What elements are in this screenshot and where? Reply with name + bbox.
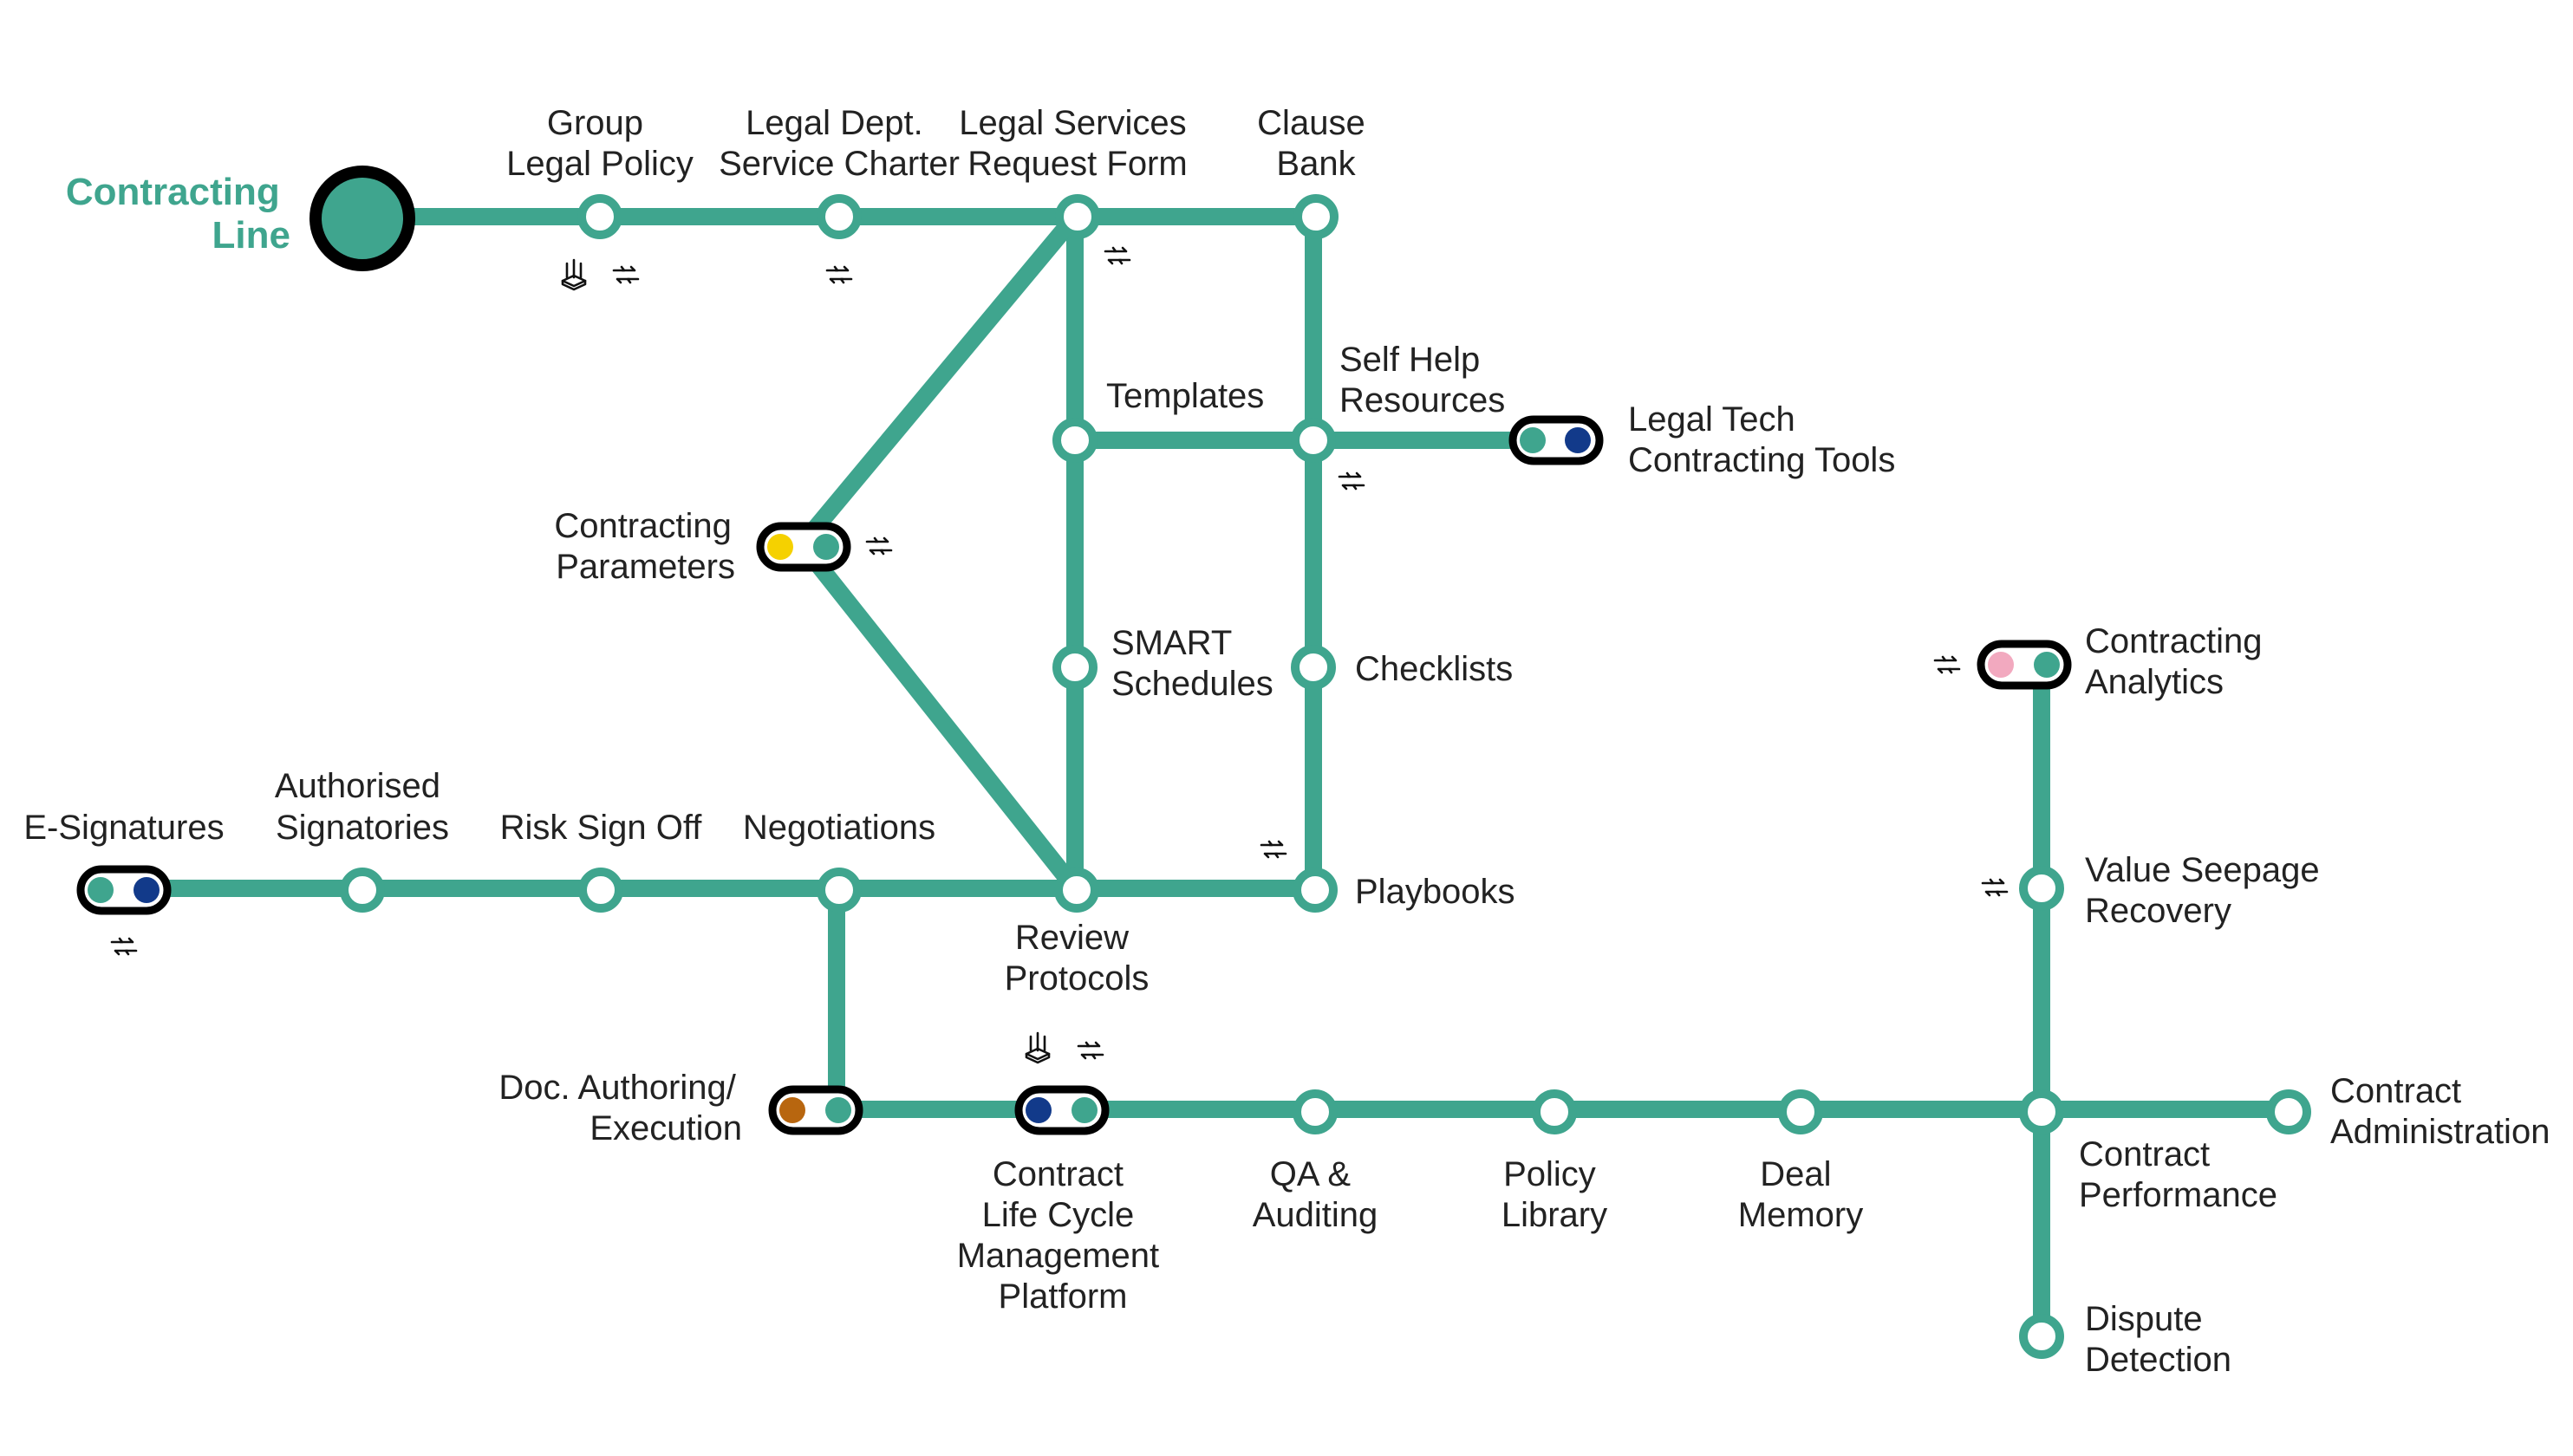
station-marker[interactable] (577, 194, 622, 239)
station-marker[interactable] (817, 194, 862, 239)
station-label: Legal Services Request Form (959, 104, 1196, 183)
line-color-dot (134, 877, 160, 903)
station-label: Doc. Authoring/ Execution (498, 1069, 746, 1147)
exchange-arrows-icon (1260, 840, 1287, 859)
station-label: Playbooks (1355, 873, 1515, 911)
station-self-help-resources[interactable]: Self Help Resources (1291, 341, 1505, 491)
exchange-arrows-icon (1104, 246, 1131, 265)
station-policy-library[interactable]: Policy Library (1501, 1089, 1607, 1234)
station-value-seepage-recovery[interactable]: Value Seepage Recovery (1981, 851, 2329, 930)
station-e-signatures[interactable]: E-Signatures (23, 809, 225, 956)
station-marker[interactable] (1291, 418, 1336, 463)
station-label: Templates (1106, 377, 1264, 415)
line-color-dot (825, 1097, 851, 1123)
station-label: Checklists (1355, 650, 1513, 688)
exchange-arrows-icon (865, 536, 893, 556)
line-color-dot (767, 534, 793, 560)
station-marker[interactable] (1293, 868, 1338, 913)
station-label: Group Legal Policy (506, 104, 694, 183)
station-checklists[interactable]: Checklists (1291, 645, 1513, 690)
station-label: Value Seepage Recovery (2085, 851, 2329, 930)
station-dispute-detection[interactable]: Dispute Detection (2019, 1300, 2231, 1379)
station-label: Self Help Resources (1339, 341, 1505, 419)
line-color-dot (779, 1097, 805, 1123)
exchange-arrows-icon (1077, 1041, 1104, 1060)
station-marker[interactable] (1291, 645, 1336, 690)
station-authorised-signatories[interactable]: Authorised Signatories (275, 767, 450, 913)
station-label: Policy Library (1501, 1155, 1607, 1234)
station-contract-administration[interactable]: Contract Administration (2266, 1072, 2550, 1151)
exchange-arrows-icon (612, 265, 640, 284)
station-label: Contracting Analytics (2085, 622, 2272, 701)
institution-icon (1025, 1031, 1051, 1064)
station-legal-services-request-form[interactable]: Legal Services Request Form (959, 104, 1196, 265)
station-clm-platform[interactable]: Contract Life Cycle Management Platform (957, 1031, 1169, 1316)
station-deal-memory[interactable]: Deal Memory (1738, 1089, 1863, 1234)
station-smart-schedules[interactable]: SMART Schedules (1052, 624, 1273, 703)
station-marker[interactable] (2019, 866, 2064, 911)
line-color-dot (2034, 652, 2060, 678)
station-label: Deal Memory (1738, 1155, 1863, 1234)
station-marker[interactable] (1293, 1089, 1338, 1134)
station-marker[interactable] (578, 868, 623, 913)
station-group-legal-policy[interactable]: Group Legal Policy (506, 104, 694, 291)
station-marker[interactable] (2019, 1314, 2064, 1359)
line-color-dot (1026, 1097, 1052, 1123)
station-templates[interactable]: Templates (1052, 377, 1264, 463)
station-label: E-Signatures (23, 809, 224, 847)
station-qa-auditing[interactable]: QA & Auditing (1253, 1089, 1378, 1234)
station-marker[interactable] (340, 868, 385, 913)
exchange-arrows-icon (825, 265, 853, 284)
station-marker[interactable] (2019, 1089, 2064, 1134)
exchange-arrows-icon (1338, 471, 1365, 491)
line-title: Contracting Line (66, 171, 290, 257)
station-label: QA & Auditing (1253, 1155, 1378, 1234)
station-marker[interactable] (1778, 1089, 1823, 1134)
station-marker[interactable] (2266, 1089, 2311, 1134)
line-color-dot (1988, 652, 2014, 678)
station-label: Contracting Parameters (554, 507, 741, 586)
station-marker[interactable] (1055, 194, 1100, 239)
station-label: Authorised Signatories (275, 767, 450, 847)
line-color-dot (1072, 1097, 1098, 1123)
station-marker[interactable] (1052, 645, 1098, 690)
station-label: Review Protocols (1005, 919, 1150, 998)
station-marker[interactable] (1054, 868, 1099, 913)
station-clause-bank[interactable]: Clause Bank (1257, 104, 1375, 239)
line-color-dot (88, 877, 114, 903)
terminus-station[interactable] (309, 166, 415, 271)
station-contracting-parameters[interactable]: Contracting Parameters (554, 507, 893, 586)
line-color-dot (1565, 427, 1591, 453)
station-label: Contract Life Cycle Management Platform (957, 1155, 1169, 1316)
station-label: Negotiations (743, 809, 935, 847)
exchange-arrows-icon (1981, 878, 2009, 897)
exchange-arrows-icon (110, 937, 138, 956)
line-color-dot (813, 534, 839, 560)
station-label: Risk Sign Off (500, 809, 703, 847)
station-legal-tech-contracting-tools[interactable]: Legal Tech Contracting Tools (1508, 400, 1895, 479)
station-legal-dept-service-charter[interactable]: Legal Dept. Service Charter (719, 104, 960, 284)
station-label: Legal Tech Contracting Tools (1628, 400, 1895, 479)
station-marker[interactable] (817, 868, 862, 913)
station-playbooks[interactable]: Playbooks (1260, 840, 1515, 913)
station-label: SMART Schedules (1111, 624, 1273, 703)
station-doc-authoring-execution[interactable]: Doc. Authoring/ Execution (498, 1069, 863, 1147)
station-label: Contract Administration (2330, 1072, 2550, 1151)
station-marker[interactable] (1532, 1089, 1577, 1134)
station-label: Contract Performance (2079, 1135, 2277, 1214)
station-negotiations[interactable]: Negotiations (743, 809, 935, 913)
station-contracting-analytics[interactable]: Contracting Analytics (1933, 622, 2272, 701)
station-risk-sign-off[interactable]: Risk Sign Off (500, 809, 703, 913)
station-contract-performance[interactable]: Contract Performance (2019, 1089, 2277, 1214)
station-label: Dispute Detection (2085, 1300, 2231, 1379)
station-label: Legal Dept. Service Charter (719, 104, 960, 183)
station-label: Clause Bank (1257, 104, 1375, 183)
station-marker[interactable] (1293, 194, 1339, 239)
station-review-protocols[interactable]: Review Protocols (1005, 868, 1150, 998)
exchange-arrows-icon (1933, 655, 1961, 674)
line-color-dot (1520, 427, 1546, 453)
station-marker[interactable] (1052, 418, 1098, 463)
institution-icon (561, 258, 587, 291)
